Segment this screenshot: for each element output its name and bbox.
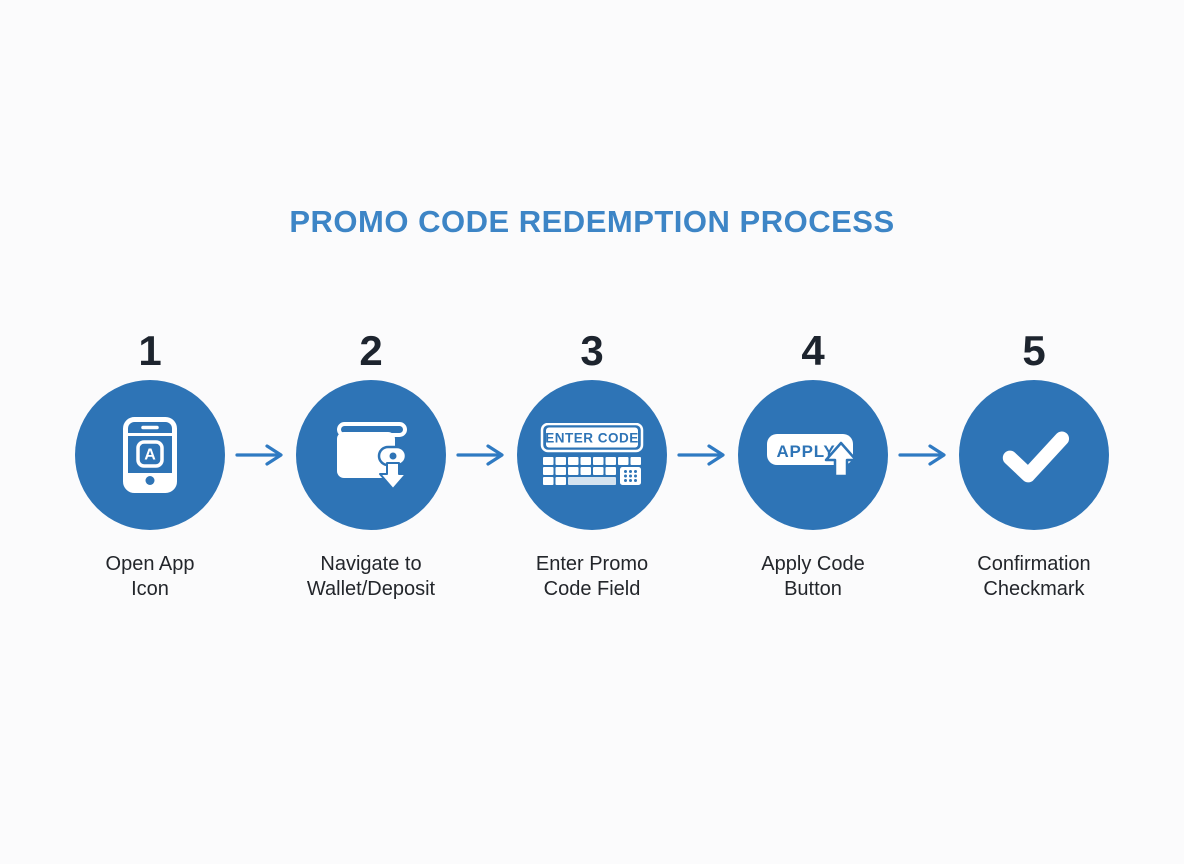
step-number: 1: [138, 327, 162, 374]
right-arrow-icon: [676, 444, 725, 466]
step-enter-promo-code: 3 ENTER CODE: [517, 328, 667, 602]
promo-code-field-icon: ENTER CODE: [540, 423, 644, 485]
step-circle: [296, 380, 446, 530]
step-label: Navigate to Wallet/Deposit: [306, 553, 436, 600]
confirmation-checkmark-icon: [1002, 431, 1070, 483]
step-circle: APPLY: [738, 380, 888, 530]
page-title: PROMO CODE REDEMPTION PROCESS: [289, 204, 895, 239]
step-navigate-wallet: 2 Navigate to Wallet/Deposit: [296, 328, 446, 602]
step-circle: [959, 380, 1109, 530]
step-label: Open App Icon: [105, 553, 195, 600]
step-number: 5: [1022, 327, 1046, 374]
step-label: Apply Code Button: [761, 553, 865, 600]
field-text: ENTER CODE: [545, 431, 639, 446]
apply-label: APPLY: [776, 442, 835, 461]
step-number: 4: [801, 327, 825, 374]
step-label: Confirmation Checkmark: [977, 553, 1091, 600]
right-arrow-icon: [455, 444, 504, 466]
step-label: Enter Promo Code Field: [535, 553, 649, 600]
arrow-connector: [446, 443, 517, 467]
step-open-app: 1 A Open App Icon: [75, 328, 225, 602]
process-steps-row: 1 A Open App Icon: [0, 328, 1184, 602]
right-arrow-icon: [897, 444, 946, 466]
step-confirmation: 5 Confirmation Checkmark: [959, 328, 1109, 602]
step-number: 2: [359, 327, 383, 374]
arrow-connector: [888, 443, 959, 467]
arrow-connector: [225, 443, 296, 467]
app-letter: A: [144, 447, 156, 464]
smartphone-app-icon: A: [123, 417, 177, 493]
step-number: 3: [580, 327, 604, 374]
step-circle: ENTER CODE: [517, 380, 667, 530]
step-circle: A: [75, 380, 225, 530]
step-apply-code: 4 APPLY Apply Code Button: [738, 328, 888, 602]
arrow-connector: [667, 443, 738, 467]
right-arrow-icon: [234, 444, 283, 466]
apply-button-icon: APPLY: [767, 434, 858, 478]
wallet-deposit-icon: [337, 422, 408, 490]
